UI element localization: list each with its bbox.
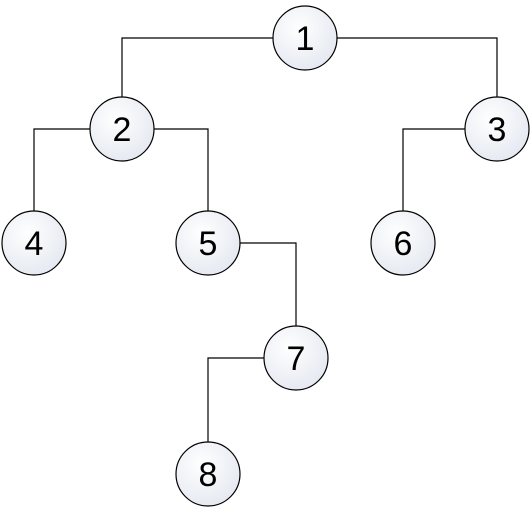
edge-7-8 [207,357,264,442]
nodes-layer: 1 2 3 4 5 6 7 8 [1,5,530,507]
node-circle-2 [89,96,155,162]
node-label-7: 7 [287,340,306,378]
tree-node-7: 7 [263,325,329,391]
edge-2-4 [33,128,90,211]
node-label-2: 2 [113,111,132,149]
tree-node-1: 1 [272,5,338,71]
node-circle-8 [175,441,241,507]
tree-node-6: 6 [370,210,436,276]
node-circle-1 [272,5,338,71]
tree-node-2: 2 [89,96,155,162]
edges-layer [33,37,498,442]
node-label-6: 6 [394,225,413,263]
node-circle-7 [263,325,329,391]
node-label-1: 1 [296,20,315,58]
node-circle-6 [370,210,436,276]
edge-3-6 [402,128,465,211]
node-circle-3 [464,96,530,162]
node-circle-4 [1,210,67,276]
node-label-4: 4 [25,225,44,263]
edge-1-2 [121,37,273,97]
edge-5-7 [240,242,297,326]
tree-node-8: 8 [175,441,241,507]
tree-node-4: 4 [1,210,67,276]
node-circle-5 [175,210,241,276]
node-label-3: 3 [488,111,507,149]
edge-1-3 [337,37,498,97]
tree-node-3: 3 [464,96,530,162]
edge-2-5 [154,128,209,211]
tree-node-5: 5 [175,210,241,276]
node-label-5: 5 [199,225,218,263]
node-label-8: 8 [199,456,218,494]
